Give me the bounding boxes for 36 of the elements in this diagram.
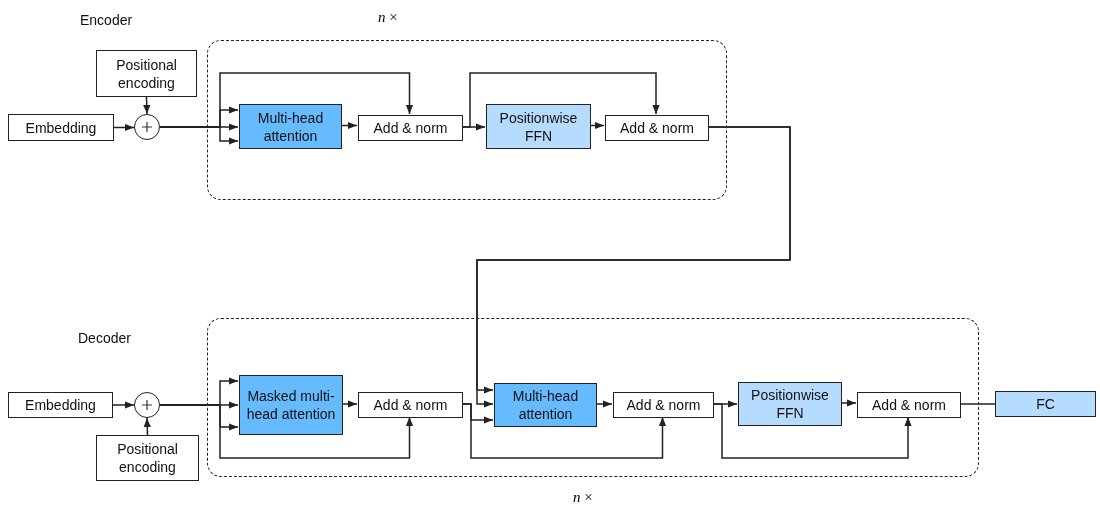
section-title: Encoder [80, 12, 133, 28]
process-box: Multi-head attention [494, 383, 597, 427]
arrow [461, 403, 667, 459]
arrow [113, 123, 135, 132]
sum-circle [134, 392, 160, 418]
connector-line [959, 403, 996, 405]
process-box: Masked multi-head attention [239, 375, 343, 435]
arrow [340, 121, 358, 130]
process-box: Embedding [8, 114, 114, 141]
arrow [112, 401, 135, 409]
process-box: Add & norm [605, 115, 709, 141]
process-box: Positional encoding [96, 50, 197, 97]
process-box: Positional encoding [96, 435, 199, 481]
repeat-count: n × [378, 9, 398, 26]
arrow [341, 400, 358, 408]
arrow [159, 404, 414, 459]
process-box: Add & norm [358, 392, 463, 418]
process-box: Positionwise FFN [738, 382, 842, 426]
arrow [143, 417, 151, 436]
process-box: Add & norm [358, 115, 463, 141]
repeat-count: n × [573, 489, 593, 506]
process-box: Embedding [8, 392, 113, 418]
arrow [461, 72, 660, 128]
sum-circle [134, 114, 160, 140]
process-box: Add & norm [613, 392, 714, 418]
arrow [840, 399, 857, 407]
arrow [143, 96, 151, 115]
arrow [595, 400, 613, 408]
process-box: FC [995, 391, 1096, 417]
arrow [589, 121, 605, 130]
arrow [712, 403, 912, 459]
arrow [159, 72, 414, 128]
process-box: Multi-head attention [239, 104, 342, 149]
process-box: Add & norm [857, 392, 961, 418]
process-box: Positionwise FFN [486, 104, 591, 149]
section-title: Decoder [78, 330, 131, 346]
